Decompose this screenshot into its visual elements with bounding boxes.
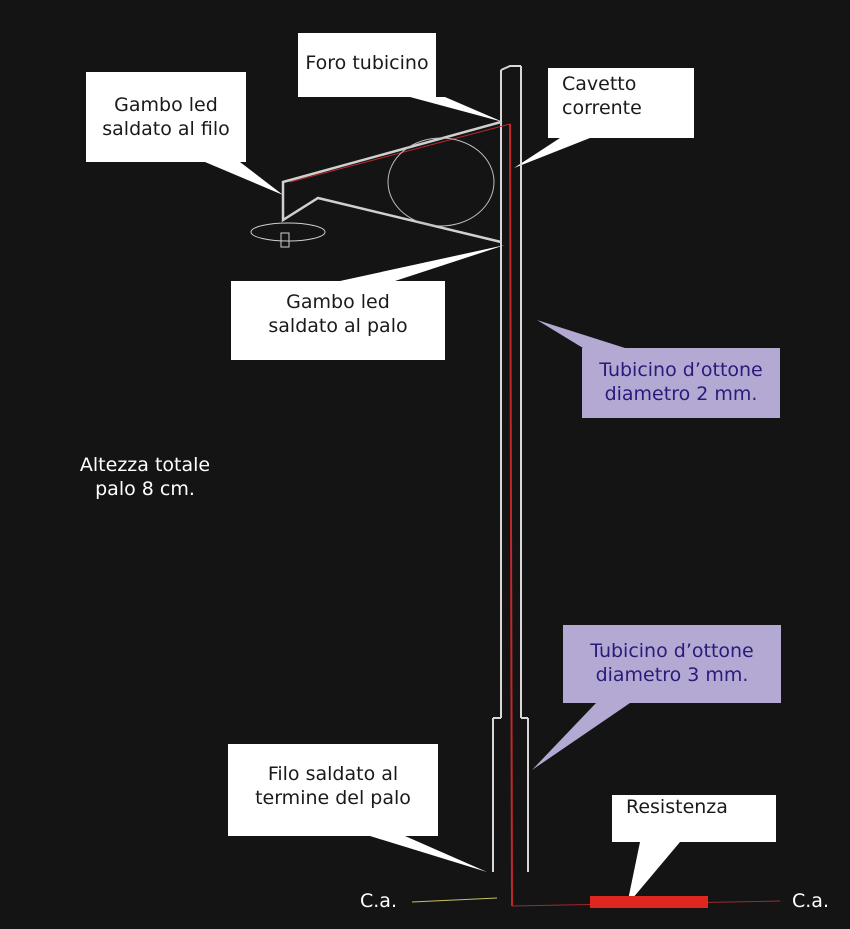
label-gambo-led-filo: Gambo led saldato al filo xyxy=(86,72,246,162)
resistor xyxy=(590,896,708,908)
label-ca-left: C.a. xyxy=(360,890,397,912)
pointer-cavetto-corrente xyxy=(514,138,590,168)
pole-lower-tube xyxy=(492,717,529,872)
label-resistenza: Resistenza xyxy=(612,795,776,842)
pointer-filo-saldato xyxy=(370,836,487,872)
led-icon xyxy=(280,232,290,248)
lamp-circle xyxy=(387,137,495,227)
pointer-gambo-led-palo xyxy=(340,245,505,281)
label-cavetto-corrente: Cavetto corrente xyxy=(548,68,694,138)
label-tubicino-3mm: Tubicino d’ottone diametro 3 mm. xyxy=(563,625,781,703)
pointer-resistenza xyxy=(627,842,680,905)
pointer-tubicino-2mm xyxy=(537,320,625,348)
label-gambo-led-palo: Gambo led saldato al palo xyxy=(231,281,445,360)
pointer-foro-tubicino xyxy=(410,97,503,122)
label-foro-tubicino: Foro tubicino xyxy=(298,33,436,97)
label-ca-right: C.a. xyxy=(792,890,829,912)
label-filo-saldato: Filo saldato al termine del palo xyxy=(228,744,438,836)
led-reflector xyxy=(250,222,326,242)
lamp-arm xyxy=(281,120,502,244)
label-tubicino-2mm: Tubicino d’ottone diametro 2 mm. xyxy=(582,348,780,418)
pointer-tubicino-3mm xyxy=(532,703,630,770)
led-wire-top xyxy=(289,123,511,183)
label-altezza-totale: Altezza totale palo 8 cm. xyxy=(79,454,211,500)
ca-wire-left xyxy=(411,897,498,903)
pointer-gambo-led-filo xyxy=(205,162,283,195)
pole-upper-tube xyxy=(500,65,522,718)
current-wire xyxy=(509,123,513,907)
